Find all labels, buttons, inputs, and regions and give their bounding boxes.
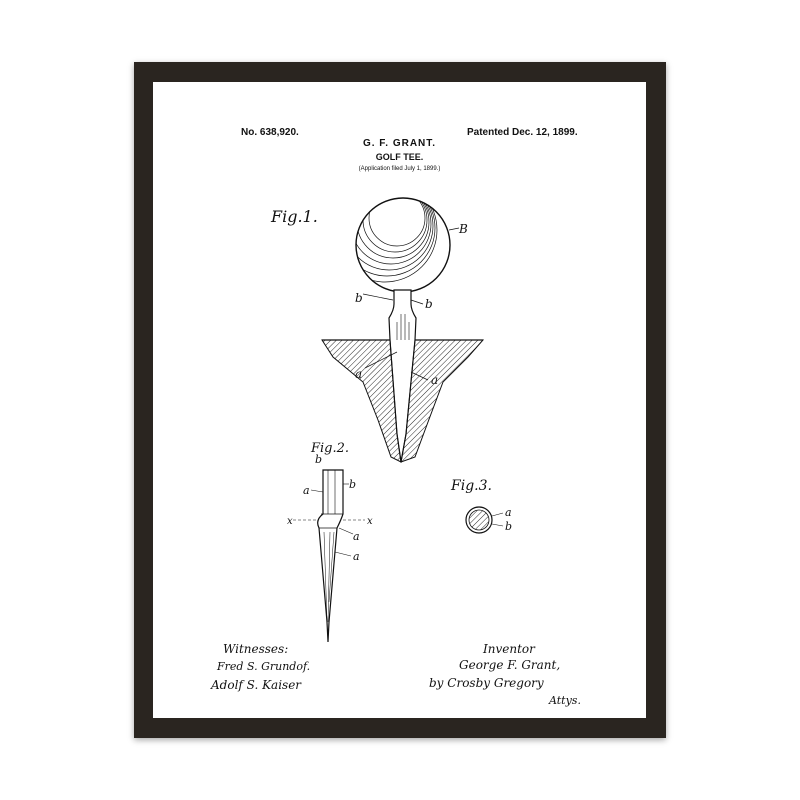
fig2-ref-x-right: x: [367, 516, 373, 527]
inventor-heading: Inventor: [483, 642, 535, 656]
patent-date: Patented Dec. 12, 1899.: [467, 127, 578, 138]
witnesses-heading: Witnesses:: [223, 642, 289, 656]
fig2-ref-b: b: [349, 478, 356, 491]
fig2-ref-x-left: x: [287, 516, 293, 527]
fig2-ref-a1: a: [303, 484, 310, 497]
patent-sheet: No. 638,920. Patented Dec. 12, 1899. G. …: [153, 82, 646, 718]
fig1-ref-B: B: [458, 222, 468, 236]
fig2-ref-a2: a: [353, 530, 360, 543]
attorney-signature: by Crosby Gregory: [429, 676, 544, 690]
fig2-ref-b1: b: [315, 453, 322, 466]
patent-number: No. 638,920.: [241, 127, 299, 138]
fig3-ref-b: b: [505, 520, 512, 533]
fig3-cross-section: [465, 506, 504, 534]
patent-title: GOLF TEE.: [375, 152, 424, 162]
patent-drawing: Fig.1. Fig.2. Fig.3. B b b a a b a b x x…: [270, 197, 512, 643]
fig1-ref-a: a: [431, 373, 438, 387]
witness-signature-2: Adolf S. Kaiser: [211, 678, 302, 692]
fig1-label: Fig.1.: [270, 207, 318, 226]
witness-signature-1: Fred S. Grundof.: [217, 660, 311, 673]
fig1-ref-b1: b: [355, 291, 363, 305]
fig1-ref-b: b: [425, 297, 433, 311]
inventor-header: G. F. GRANT.: [362, 138, 437, 149]
fig1-ref-a2: a: [355, 367, 362, 381]
fig1-ground-section: [321, 339, 485, 463]
fig2-spike-tee: [293, 469, 365, 643]
inventor-signature: George F. Grant,: [459, 658, 561, 672]
fig1-leader-lines: [362, 227, 460, 381]
application-date: (Application filed July 1, 1899.): [358, 166, 441, 172]
attorneys-label: Attys.: [549, 694, 581, 707]
fig3-label: Fig.3.: [450, 478, 492, 494]
fig2-label: Fig.2.: [310, 441, 349, 456]
fig2-ref-a: a: [353, 550, 360, 563]
fig1-golf-ball: [355, 197, 451, 293]
fig3-ref-a: a: [505, 506, 512, 519]
